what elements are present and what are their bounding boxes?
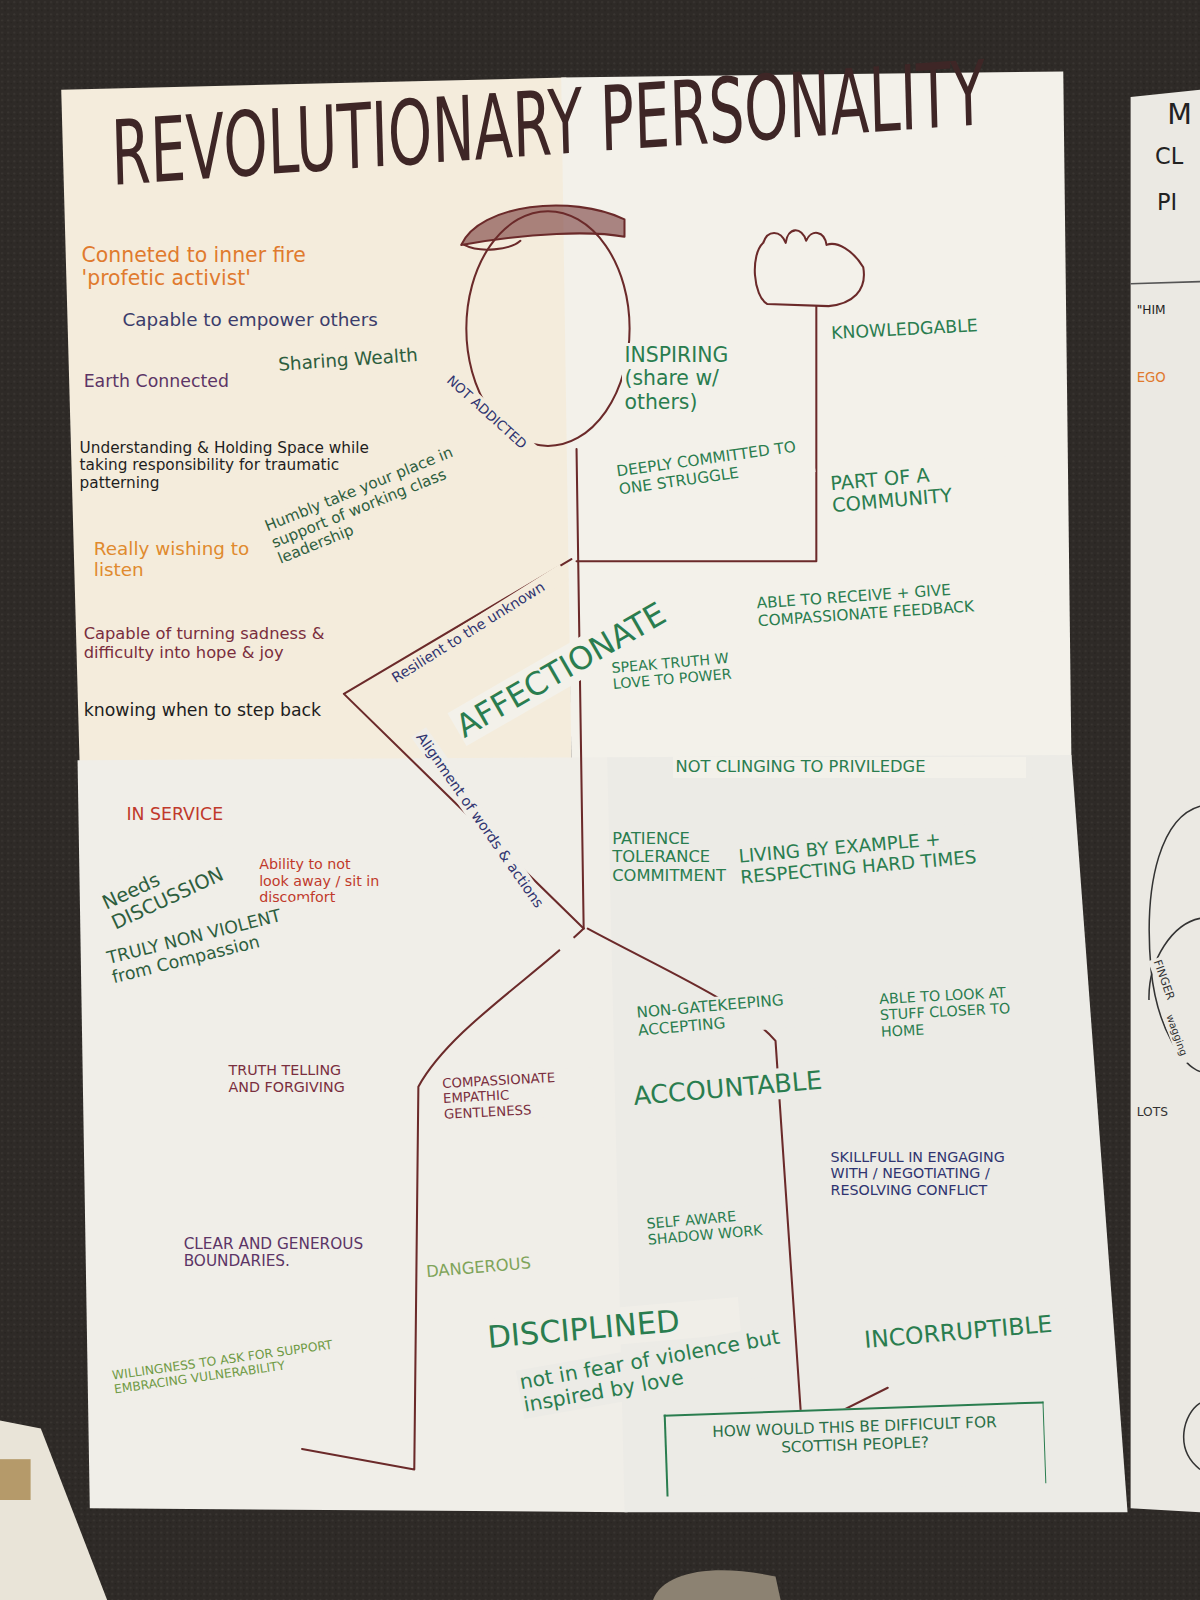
- poster-fragment: CL: [1153, 143, 1194, 171]
- note-text: CLEAR AND GENEROUS BOUNDARIES.: [182, 1235, 371, 1272]
- note-text: Capable of turning sadness & difficulty …: [82, 624, 368, 664]
- question-text: HOW WOULD THIS BE DIFFICULT FOR SCOTTISH…: [676, 1412, 1034, 1461]
- note-text: SKILLFULL IN ENGAGING WITH / NEGOTIATING…: [829, 1148, 1043, 1199]
- stick-figure: [302, 205, 888, 1469]
- note-text: INSPIRING (share w/ others): [622, 343, 775, 415]
- note-text: COMPASSIONATE EMPATHIC GENTLENESS: [440, 1067, 595, 1123]
- note-text: NOT CLINGING TO PRIVILEDGE: [673, 757, 1025, 778]
- note-text: knowing when to step back: [82, 700, 347, 722]
- leaflet-photo: [0, 1459, 31, 1500]
- poster-fragment: LOTS: [1135, 1104, 1194, 1120]
- poster-fragment: PI: [1155, 189, 1192, 217]
- sheet: [561, 71, 1071, 763]
- note-text: Ability to not look away / sit in discom…: [257, 855, 385, 906]
- note-text: Capable to empower others: [120, 308, 426, 331]
- poster-fragment: EGO: [1135, 369, 1186, 386]
- note-text: Understanding & Holding Space while taki…: [78, 439, 374, 494]
- sketch-line: [1149, 806, 1200, 1071]
- note-text: Earth Connected: [82, 371, 261, 393]
- note-text: TRUTH TELLING AND FORGIVING: [227, 1061, 365, 1096]
- note-text: Conneted to inner fire 'profetic activis…: [80, 243, 361, 292]
- poster-rule: [1131, 282, 1200, 284]
- note-text: ABLE TO LOOK AT STUFF CLOSER TO HOME: [876, 982, 1032, 1041]
- shoe: [653, 1570, 781, 1600]
- sketch-line: [1184, 1403, 1200, 1469]
- note-text: Really wishing to listen: [92, 537, 255, 581]
- poster-fragment: M: [1165, 97, 1196, 132]
- next-poster: [1131, 90, 1200, 1512]
- poster-fragment: "HIM: [1135, 302, 1194, 318]
- note-text: IN SERVICE: [124, 804, 277, 826]
- question-box: HOW WOULD THIS BE DIFFICULT FOR SCOTTISH…: [664, 1402, 1046, 1497]
